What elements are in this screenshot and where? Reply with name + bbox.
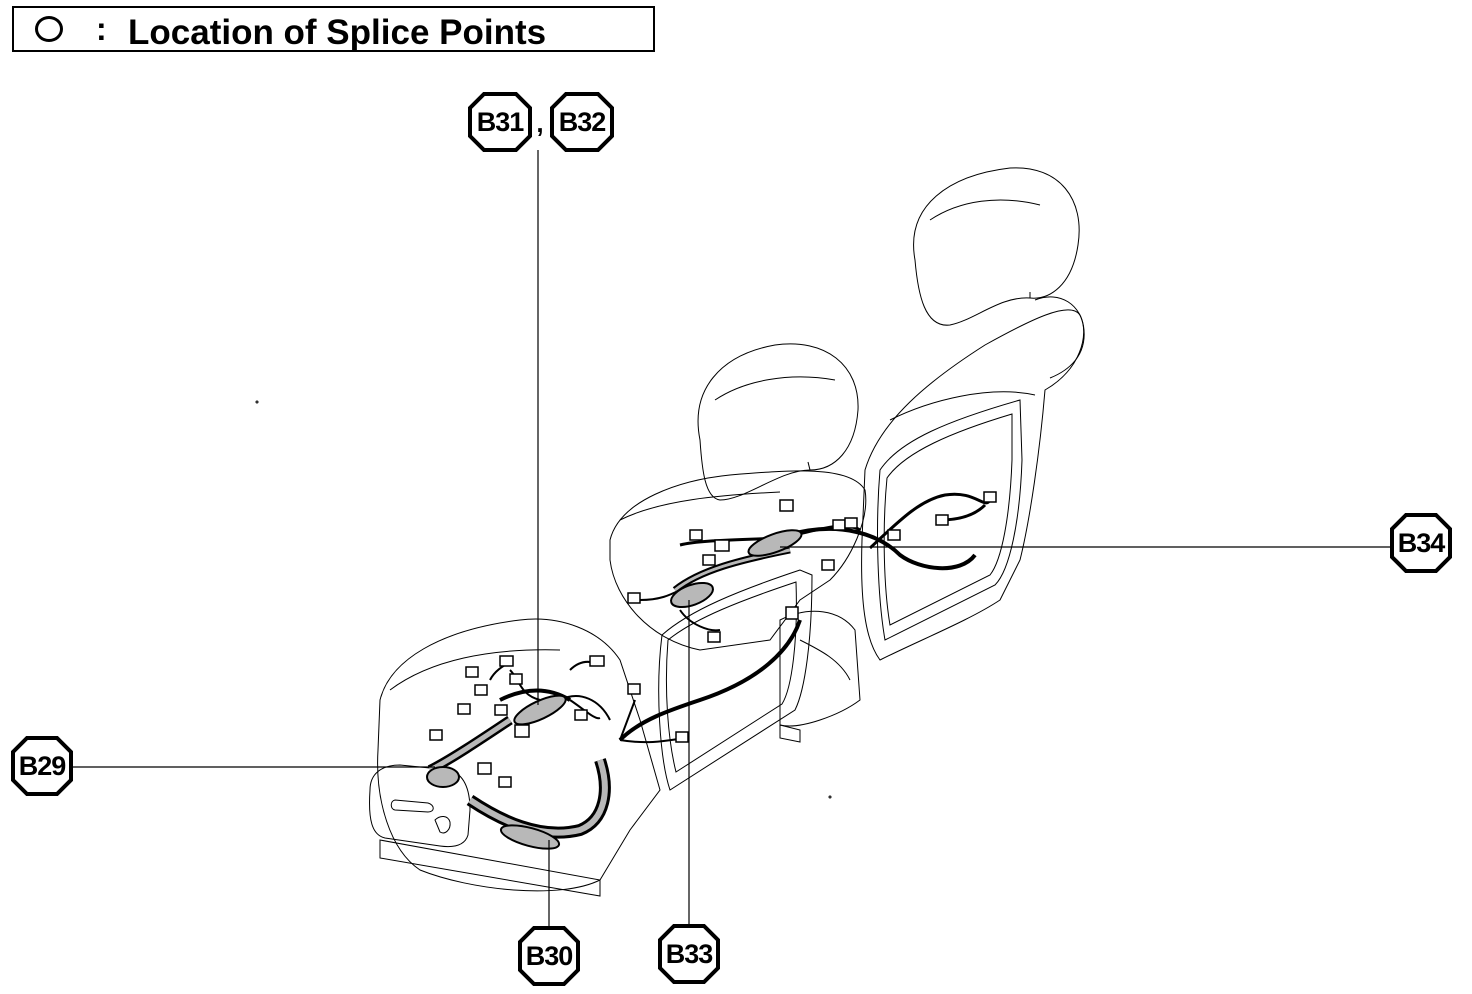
octagon-badge-b32 — [550, 92, 614, 152]
label-b33: B33 — [666, 939, 714, 969]
splice-label-b34: B34 — [1390, 513, 1452, 573]
octagon-badge-b34 — [1390, 513, 1452, 573]
label-b31: B31 — [477, 107, 525, 137]
leader-lines — [73, 150, 1390, 930]
rear-seat-outline — [779, 167, 1085, 727]
splice-label-b29: B29 — [11, 736, 73, 796]
octagon-badge-b31 — [468, 92, 532, 152]
legend-title: Location of Splice Points — [128, 13, 547, 52]
octagon-badge-b30 — [518, 926, 580, 986]
label-b30: B30 — [526, 941, 573, 971]
wire-harness — [427, 492, 992, 839]
splice-label-b33: B33 — [658, 924, 720, 984]
label-b34: B34 — [1398, 528, 1446, 558]
splice-label-b30: B30 — [518, 926, 580, 986]
front-seat-outline — [255, 343, 867, 897]
connectors — [429, 491, 997, 788]
splice-label-b32: B32 — [550, 92, 614, 152]
splice-points — [426, 529, 803, 850]
legend-separator: : — [96, 11, 107, 47]
label-b32: B32 — [559, 107, 606, 137]
splice-point-circle-icon — [35, 16, 63, 42]
octagon-badge-b33 — [658, 924, 720, 984]
octagon-badge-b29 — [11, 736, 73, 796]
splice-label-b31: B31 — [468, 92, 532, 152]
label-comma: , — [536, 108, 543, 138]
legend-box: : Location of Splice Points — [12, 6, 655, 52]
label-b29: B29 — [19, 751, 67, 781]
